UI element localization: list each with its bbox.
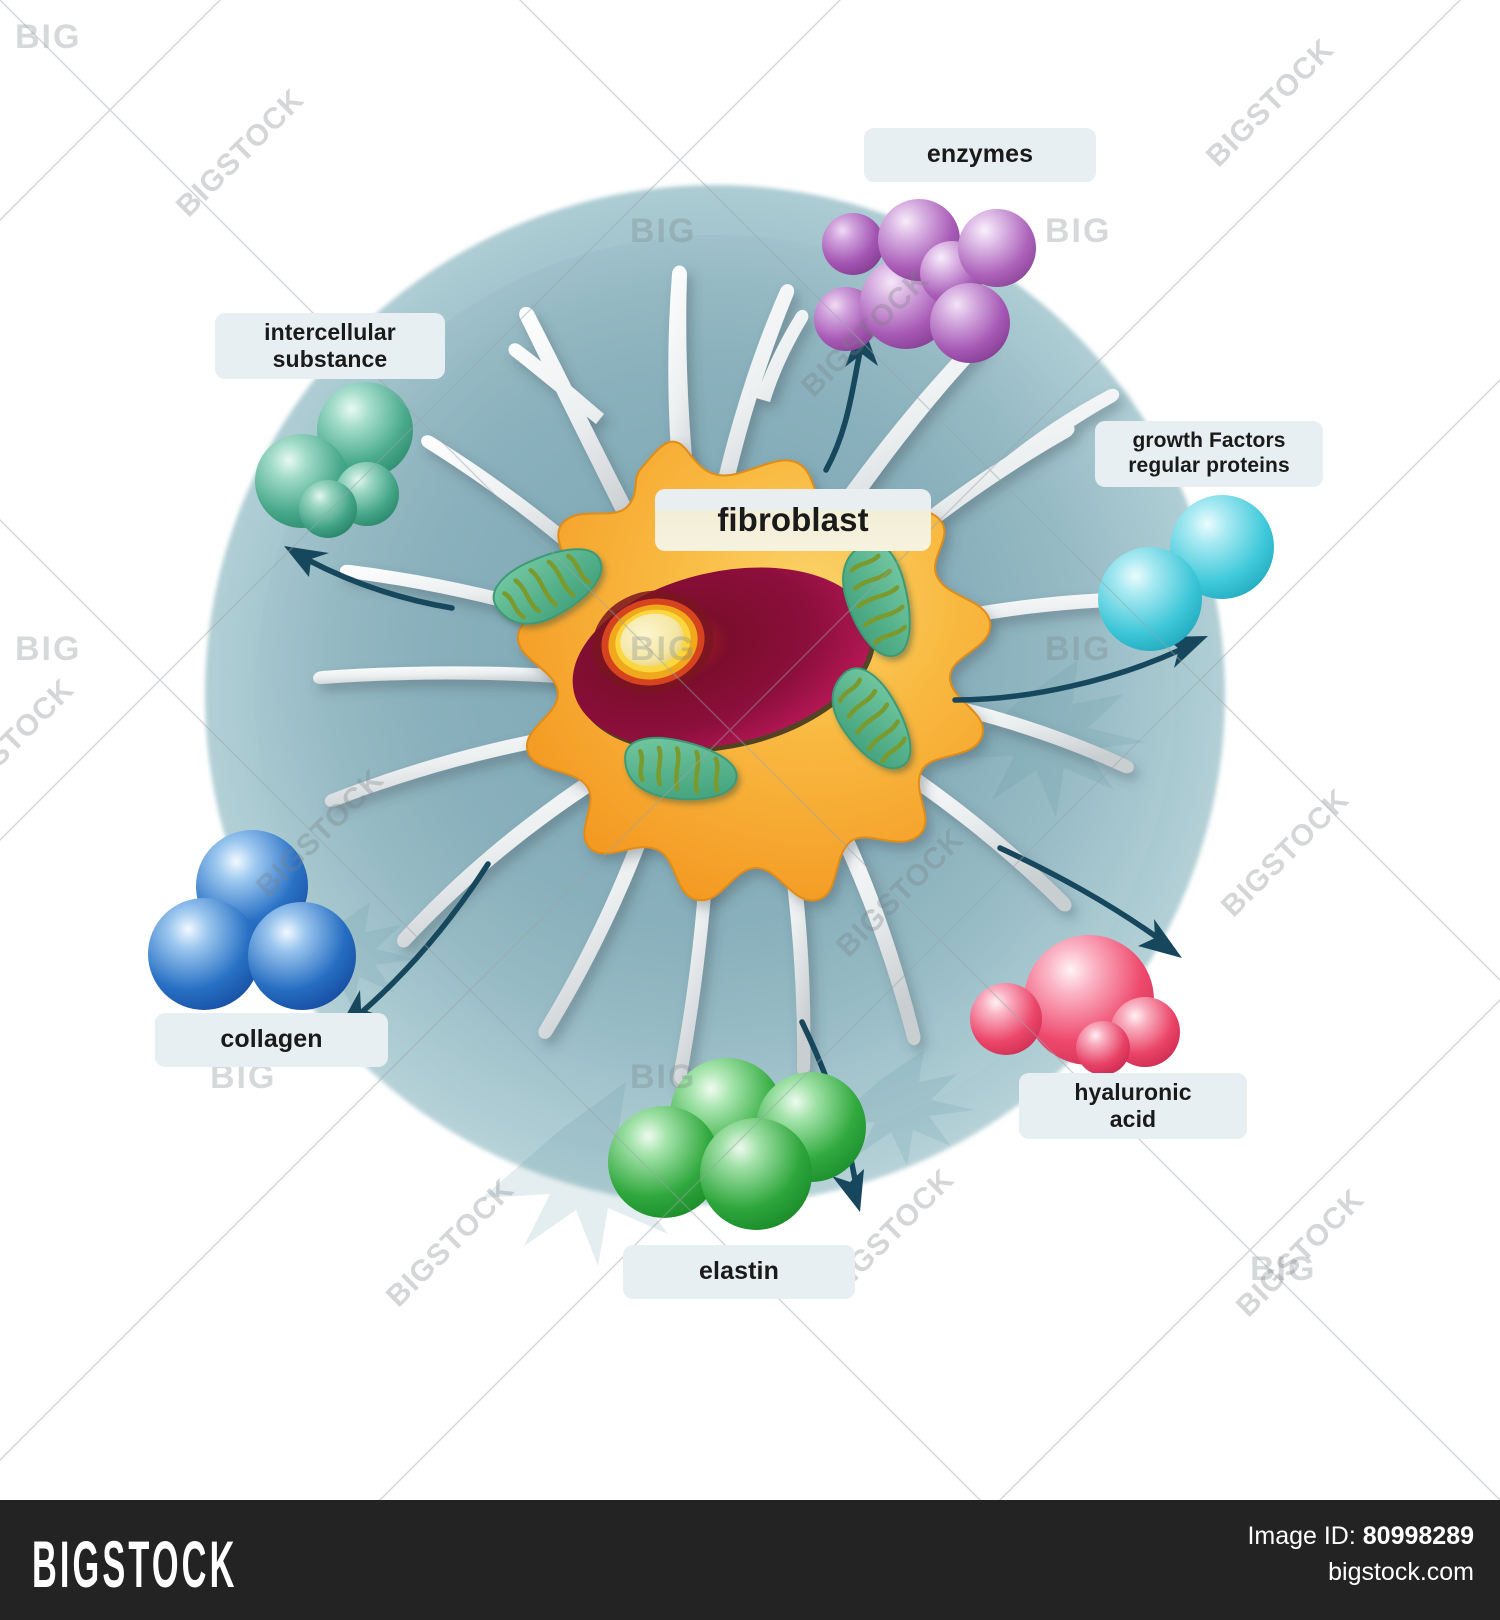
molecule-sphere — [248, 902, 356, 1010]
footer-site: bigstock.com — [1328, 1558, 1474, 1586]
label-text-line1: growth Factors — [1132, 429, 1286, 453]
arrow-intercellular — [305, 557, 455, 611]
molecule-cluster-collagen — [148, 830, 364, 1010]
label-text: collagen — [220, 1025, 323, 1054]
arrow-hyaluronic-acid — [997, 845, 1161, 941]
footer-bar: BIGSTOCK Image ID: 80998289 bigstock.com — [0, 1500, 1500, 1620]
label-text-line2: regular proteins — [1128, 454, 1290, 477]
arrows — [284, 322, 1208, 1212]
molecule-cluster-growth-factors — [1098, 495, 1274, 660]
label-text: enzymes — [926, 140, 1034, 169]
label-intercellular-substance: intercellular substance — [215, 313, 445, 379]
label-elastin: elastin — [623, 1245, 855, 1299]
label-text-line2: substance — [272, 346, 388, 372]
label-text-line1: intercellular — [264, 318, 396, 345]
molecule-sphere — [1076, 1021, 1130, 1075]
mitochondria — [492, 541, 912, 801]
label-text: elastin — [699, 1257, 779, 1286]
molecule-cluster-enzymes — [800, 195, 1036, 363]
label-text-line1: hyaluronic — [1074, 1078, 1192, 1105]
diagram-stage: BIG BIG BIG BIG BIG BIG BIG BIG BIG BIGS… — [0, 0, 1500, 1500]
label-fibroblast: fibroblast — [655, 489, 931, 551]
cell-and-arrows-canvas — [282, 265, 1208, 1266]
label-enzymes: enzymes — [864, 128, 1096, 182]
molecule-sphere — [148, 898, 260, 1010]
label-hyaluronic-acid: hyaluronic acid — [1019, 1073, 1247, 1139]
label-text-line2: acid — [1109, 1106, 1157, 1132]
molecule-cluster-intercellular — [255, 382, 435, 562]
molecule-cluster-hyaluronic-acid — [970, 935, 1196, 1080]
arrow-enzymes — [823, 349, 863, 473]
label-growth-factors: growth Factors regular proteins — [1095, 421, 1323, 487]
image-id-value: 80998289 — [1362, 1522, 1474, 1550]
molecule-sphere — [930, 283, 1010, 363]
nucleolus — [620, 613, 684, 667]
molecule-sphere — [1098, 547, 1202, 651]
molecule-sphere — [970, 983, 1042, 1055]
cell-body — [492, 440, 992, 902]
bigstock-logo: BIGSTOCK — [32, 1527, 238, 1601]
label-collagen: collagen — [155, 1013, 388, 1067]
image-id: Image ID: 80998289 — [1247, 1522, 1474, 1551]
molecule-sphere — [700, 1118, 812, 1230]
image-id-prefix: Image ID: — [1247, 1522, 1363, 1550]
molecule-sphere — [958, 209, 1036, 287]
molecule-sphere — [822, 213, 884, 275]
molecule-cluster-elastin — [608, 1058, 868, 1233]
molecule-sphere — [299, 480, 357, 538]
arrow-collagen — [359, 861, 491, 1015]
arrow-growth-factors — [952, 647, 1183, 703]
page-title: fibroblast — [717, 500, 869, 538]
